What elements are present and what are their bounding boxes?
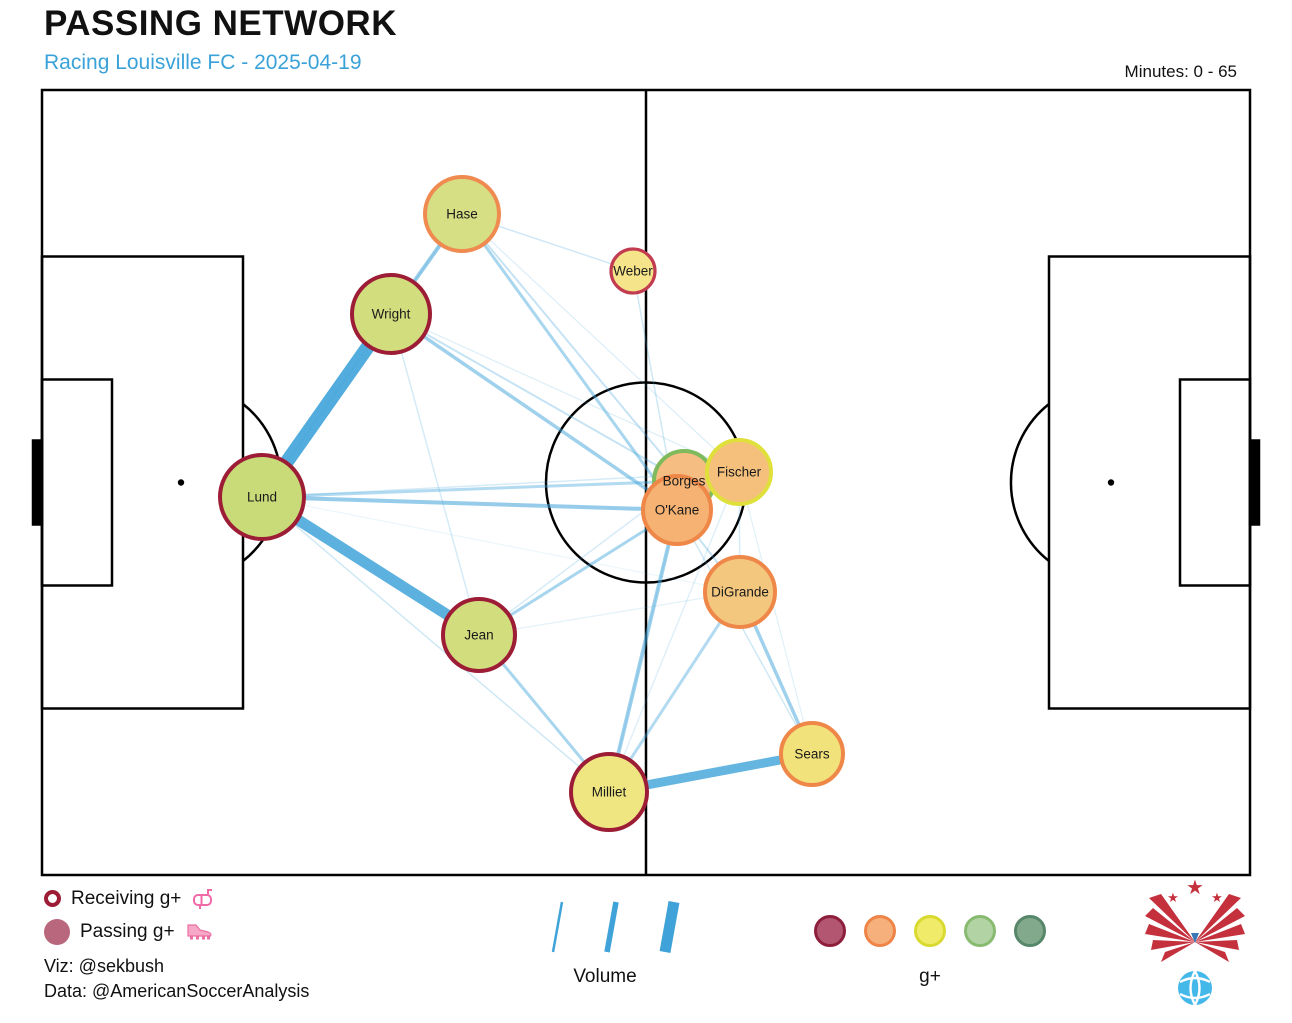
data-credit: Data: @AmericanSoccerAnalysis	[44, 981, 310, 1001]
passing-legend: Passing g+	[44, 915, 309, 948]
player-label: Weber	[613, 264, 653, 279]
pass-edge	[460, 212, 679, 512]
player-node	[350, 273, 432, 355]
passing-dot-icon	[44, 918, 70, 945]
pass-edge	[608, 471, 740, 793]
receiving-label: Receiving g+	[71, 887, 182, 909]
gplus-sample-circle	[1014, 915, 1046, 947]
player-label: Jean	[464, 628, 493, 643]
gplus-sample-circle	[814, 915, 846, 947]
volume-scale-icon	[551, 901, 680, 953]
pass-edge	[260, 479, 686, 499]
player-node	[423, 175, 501, 253]
player-label: DiGrande	[711, 585, 769, 600]
pass-edge	[477, 508, 679, 637]
player-label: O'Kane	[655, 503, 700, 518]
gplus-sample-circle	[914, 915, 946, 947]
subtitle: Racing Louisville FC - 2025-04-19	[44, 51, 362, 74]
player-node	[641, 474, 713, 546]
player-node	[569, 752, 649, 832]
cleat-icon	[186, 923, 212, 939]
volleyball	[1178, 970, 1212, 1006]
gplus-sample-circle	[964, 915, 996, 947]
pass-edge	[461, 213, 740, 473]
player-node	[703, 555, 777, 629]
receiving-ring-icon	[44, 890, 61, 907]
gplus-legend: g+	[802, 912, 1058, 988]
passing-label: Passing g+	[80, 920, 175, 942]
star-icon: ★	[1167, 890, 1179, 905]
eagle-wings	[1145, 894, 1245, 962]
volume-sample-line	[604, 901, 619, 953]
pass-edge	[478, 591, 741, 636]
player-label: Fischer	[717, 465, 762, 480]
pass-edge	[738, 471, 813, 755]
volume-label: Volume	[573, 966, 637, 987]
player-label: Wright	[372, 307, 411, 322]
player-label: Hase	[446, 207, 478, 222]
pass-edge	[261, 496, 610, 793]
pass-edge	[390, 313, 480, 636]
player-label: Sears	[794, 747, 830, 762]
viz-credit: Viz: @sekbush	[44, 956, 164, 976]
player-node	[705, 438, 773, 506]
legend-left: Receiving g+ Passing g+ Viz: @sekbush Da…	[44, 882, 309, 1004]
player-node	[779, 721, 845, 787]
gplus-sample-circle	[864, 915, 896, 947]
volume-sample-line	[659, 901, 680, 953]
pass-edge	[607, 508, 679, 794]
pass-edge	[676, 509, 813, 755]
pass-edge	[461, 213, 685, 482]
pass-edge	[389, 312, 679, 512]
volume-sample-line	[551, 901, 564, 953]
player-label: Borges	[663, 474, 706, 489]
star-icon: ★	[1186, 877, 1204, 899]
player-node	[218, 453, 306, 541]
player-node	[609, 247, 657, 295]
pass-edge	[390, 313, 740, 473]
pass-edge	[390, 313, 685, 482]
pass-edge	[261, 213, 463, 498]
eagle-head	[1188, 922, 1202, 936]
player-node	[441, 597, 517, 673]
gplus-scale-icon	[814, 915, 1046, 947]
page-title: PASSING NETWORK	[44, 4, 397, 43]
pass-edge	[260, 495, 679, 512]
mailbox-icon	[193, 888, 213, 909]
player-nodes	[218, 175, 845, 832]
eagle-beak	[1191, 933, 1199, 943]
eagle-logo-icon: ★ ★ ★	[1145, 877, 1245, 1006]
volume-legend: Volume	[520, 898, 690, 988]
player-label: Milliet	[592, 785, 627, 800]
star-icon: ★	[1211, 890, 1223, 905]
gplus-label: g+	[919, 966, 941, 987]
player-label: Lund	[247, 490, 277, 505]
asa-logo: ★ ★ ★	[1145, 876, 1245, 1014]
receiving-legend: Receiving g+	[44, 882, 309, 915]
minutes-label: Minutes: 0 - 65	[1124, 62, 1237, 81]
